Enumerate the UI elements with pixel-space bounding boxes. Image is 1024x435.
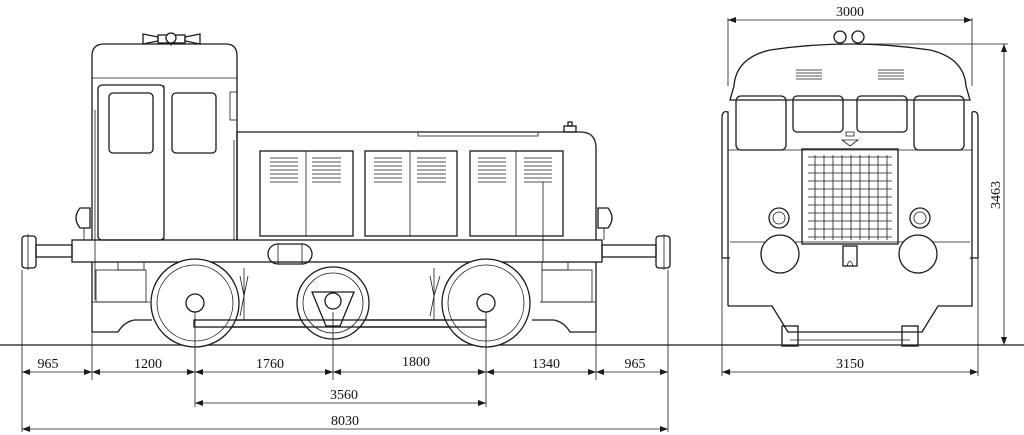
dim-axle2-to-rear: 1340 — [532, 357, 560, 372]
roof-lamp-left — [833, 30, 847, 44]
dim-jackshaft-to-axle2: 1800 — [402, 355, 430, 370]
hood-louver-panels — [259, 150, 564, 262]
side-view: 965 1200 1760 1800 1340 965 3560 8030 — [0, 32, 1024, 432]
radiator-grille — [801, 148, 899, 245]
buffer-left — [21, 234, 73, 270]
dim-wheelbase: 3560 — [330, 388, 358, 403]
emblem — [840, 131, 860, 147]
dim-overhang-left: 965 — [38, 357, 59, 372]
horn — [142, 32, 201, 46]
cab — [91, 43, 238, 300]
coupling-hook — [842, 245, 858, 267]
marker-lamp-left — [75, 207, 91, 229]
front-window-2 — [792, 95, 844, 133]
front-buffer-right — [898, 234, 938, 274]
dim-axle1-to-jackshaft: 1760 — [256, 357, 284, 372]
engine-hood — [236, 121, 597, 240]
front-headlamp-right — [909, 207, 931, 229]
dim-overhang-right: 965 — [625, 357, 646, 372]
front-view: 3000 3150 3463 — [721, 5, 1008, 376]
dim-front-to-first-axle: 1200 — [134, 357, 162, 372]
front-window-4 — [913, 95, 965, 151]
dim-total-height: 3463 — [989, 181, 1004, 209]
front-body-outline — [721, 110, 979, 333]
roof-lamp-right — [851, 30, 865, 44]
dim-total-width: 3150 — [836, 357, 864, 372]
buffer-right — [601, 234, 671, 270]
front-headlamp-left — [768, 207, 790, 229]
front-buffer-left — [760, 234, 800, 274]
cab-door — [97, 84, 165, 241]
cab-side-window — [171, 92, 217, 154]
wheel-rear — [441, 258, 531, 348]
exhaust-cap — [563, 125, 577, 133]
fuel-tank — [267, 243, 313, 265]
dim-cab-width: 3000 — [836, 5, 864, 20]
cab-door-window — [108, 92, 154, 154]
front-window-3 — [856, 95, 908, 133]
front-roof — [729, 43, 971, 101]
front-window-1 — [735, 95, 787, 151]
wheel-front — [150, 258, 240, 348]
dim-total-length: 8030 — [331, 414, 359, 429]
marker-lamp-right — [597, 207, 613, 229]
